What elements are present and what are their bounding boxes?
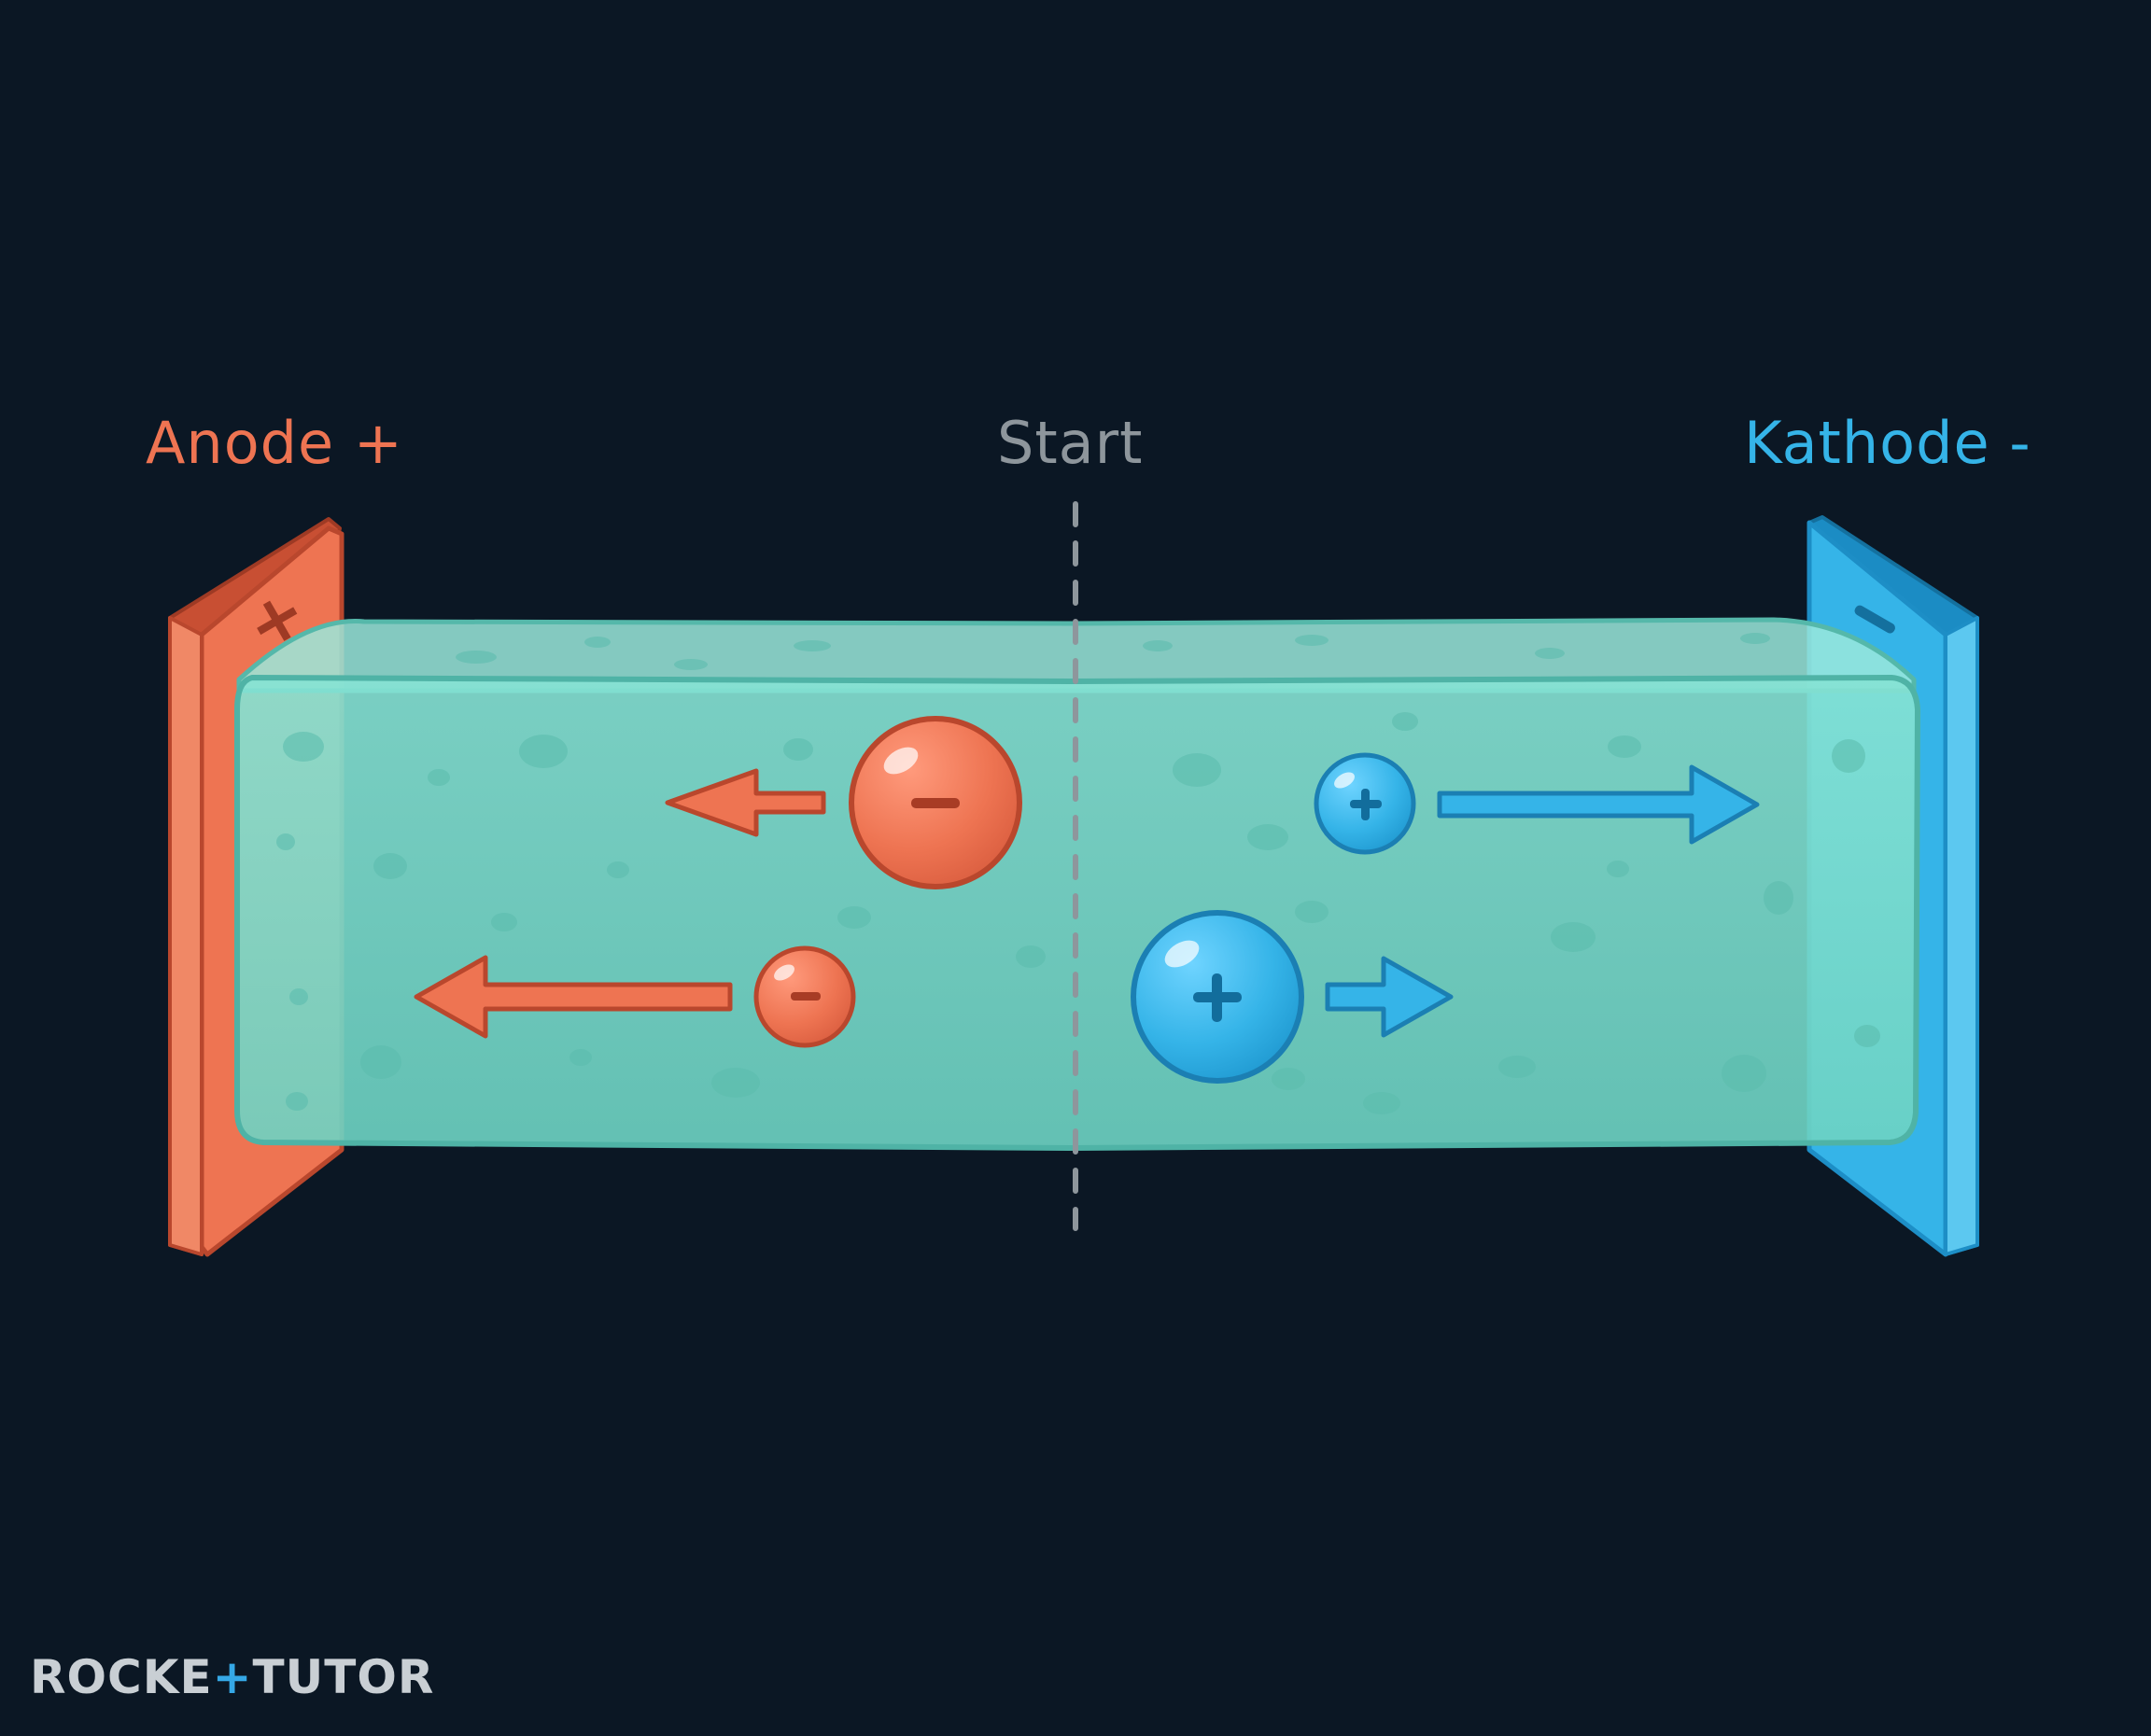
cation-small	[1314, 752, 1416, 855]
arrow-left-top	[665, 768, 826, 837]
arrow-left-bottom	[414, 955, 733, 1039]
anode-label: Anode +	[146, 409, 403, 477]
anion-large	[849, 716, 1022, 889]
logo-text-part1: ROCKE	[30, 1650, 213, 1704]
start-label: Start	[997, 409, 1144, 477]
anion-small	[753, 945, 856, 1048]
cation-large	[1131, 910, 1304, 1084]
anion-small-sign	[791, 992, 821, 1001]
logo-text-part2: TUTOR	[252, 1650, 435, 1704]
kathode-label: Kathode -	[1744, 409, 2032, 477]
anode-plate-edge	[168, 616, 204, 1256]
logo: ROCKE+TUTOR	[30, 1654, 434, 1701]
kathode-plate-sign	[1854, 605, 1895, 634]
kathode-plate-edge	[1944, 616, 1979, 1256]
gel-pores	[276, 633, 1880, 1114]
anion-large-sign	[911, 798, 960, 808]
arrow-right-bottom	[1325, 956, 1454, 1038]
logo-mark: +	[212, 1650, 253, 1704]
arrow-right-top	[1437, 764, 1760, 845]
gel-top-face	[236, 617, 1917, 693]
